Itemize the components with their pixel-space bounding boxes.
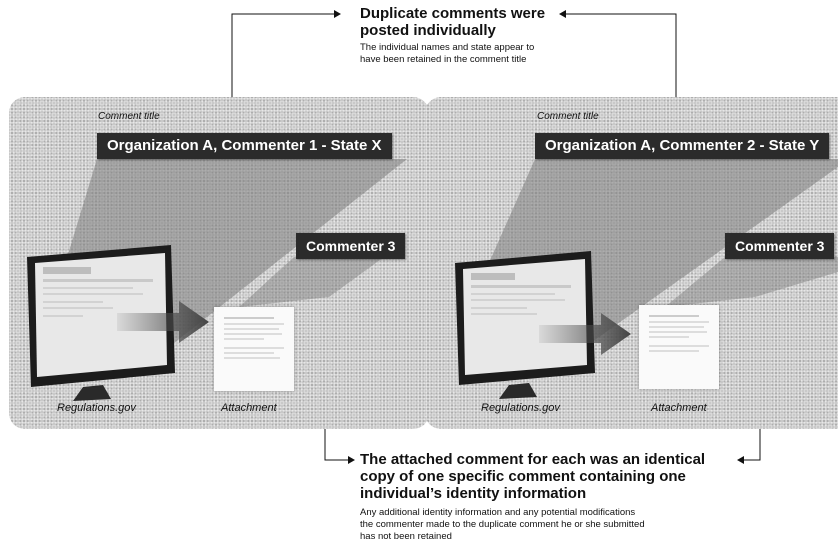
- top-right-connector: [559, 10, 677, 114]
- top-note-heading-line1: Duplicate comments were: [360, 5, 546, 22]
- bottom-note-body: Any additional identity information and …: [360, 507, 645, 543]
- bottom-note-body-line1: Any additional identity information and …: [360, 507, 636, 518]
- top-note-heading: Duplicate comments were posted individua…: [360, 5, 545, 39]
- bottom-note-body-line2: the commenter made to the duplicate comm…: [360, 519, 645, 530]
- commenter-box: Commenter 3: [725, 233, 835, 259]
- attachment-document-icon: [214, 307, 294, 391]
- right-panel: Comment title Organization A, Commenter …: [425, 97, 838, 429]
- top-left-connector: [231, 10, 341, 114]
- attachment-caption: Attachment: [651, 402, 707, 414]
- transfer-arrow-icon: [539, 313, 631, 355]
- bottom-note-heading-line3: individual’s identity information: [360, 485, 587, 502]
- bottom-note-heading: The attached comment for each was an ide…: [360, 451, 705, 502]
- top-note-body-line2: have been retained in the comment title: [360, 54, 527, 65]
- left-panel: Comment title Organization A, Commenter …: [9, 97, 429, 429]
- attachment-document-icon: [639, 305, 719, 389]
- top-note-body-line1: The individual names and state appear to: [360, 42, 535, 53]
- site-caption: Regulations.gov: [57, 402, 136, 414]
- comment-title-box: Organization A, Commenter 2 - State Y: [535, 133, 830, 159]
- comment-title-label: Comment title: [537, 111, 599, 122]
- comment-title-label: Comment title: [98, 111, 160, 122]
- monitor-icon: [27, 245, 175, 401]
- bottom-note-heading-line2: copy of one specific comment containing …: [360, 468, 686, 485]
- commenter-box: Commenter 3: [296, 233, 406, 259]
- site-caption: Regulations.gov: [481, 402, 560, 414]
- bottom-note-heading-line1: The attached comment for each was an ide…: [360, 451, 706, 468]
- comment-title-box: Organization A, Commenter 1 - State X: [97, 133, 392, 159]
- monitor-icon: [455, 251, 595, 399]
- top-note-heading-line2: posted individually: [360, 22, 496, 39]
- bottom-note-body-line3: has not been retained: [360, 531, 452, 542]
- top-note-body: The individual names and state appear to…: [360, 42, 534, 66]
- transfer-arrow-icon: [117, 301, 209, 343]
- attachment-caption: Attachment: [221, 402, 277, 414]
